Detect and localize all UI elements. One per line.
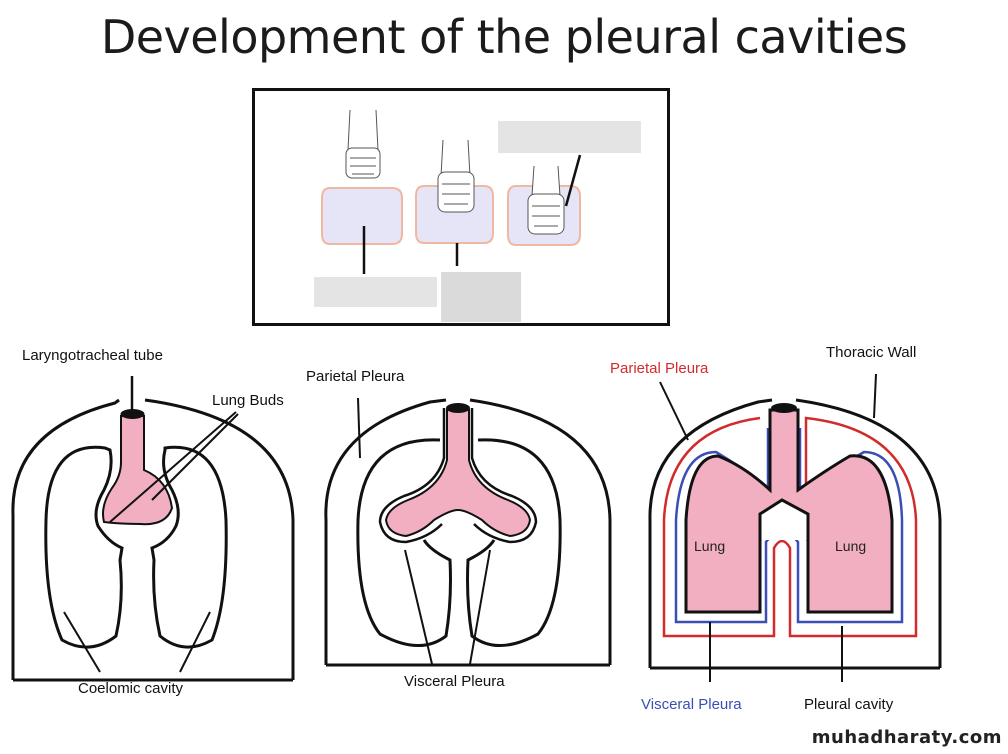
fist-icon [527,165,565,235]
watermark: muhadharaty.com [811,727,1002,748]
redacted-label-box [314,277,437,307]
label-lung-right: Lung [835,538,866,554]
tube-opening [446,403,470,413]
label-pleural-cavity: Pleural cavity [804,696,894,713]
diagram-visceral-stage: Parietal Pleura Visceral Pleura [306,368,612,690]
coelom-stage-1 [321,187,403,245]
laryngotracheal-tube [102,415,174,526]
diagram-pleural-stage: Parietal Pleura Thoracic Wall Lung Lung … [610,344,942,713]
tube-opening [771,403,797,413]
inset-frame [252,88,670,326]
label-parietal-pleura: Parietal Pleura [306,368,405,385]
coelomic-cavity-right [150,445,228,649]
label-visceral-pleura: Visceral Pleura [641,696,742,713]
label-lung-buds: Lung Buds [212,392,284,409]
parietal-pleura [662,416,918,638]
coelomic-cavity-left [44,445,124,649]
label-parietal-pleura: Parietal Pleura [610,360,709,377]
fist-icon [437,139,475,213]
redacted-label-box [441,272,521,322]
label-lung-left: Lung [694,538,725,554]
label-coelomic-cavity: Coelomic cavity [78,680,184,697]
inset-illustration [314,109,641,322]
diagram-coelomic-stage: Laryngotracheal tube Lung Buds Coelomic … [11,347,295,697]
label-thoracic-wall: Thoracic Wall [826,344,916,361]
label-laryngotracheal-tube: Laryngotracheal tube [22,347,163,364]
coelomic-cavity-right [466,438,562,647]
tube-opening [120,409,145,419]
coelomic-cavity-left [356,438,452,647]
page-title: Development of the pleural cavities [100,10,908,64]
label-visceral-pleura: Visceral Pleura [404,673,505,690]
tracheal-tree [384,409,532,538]
redacted-label-box [498,121,641,153]
fist-icon [345,109,381,179]
